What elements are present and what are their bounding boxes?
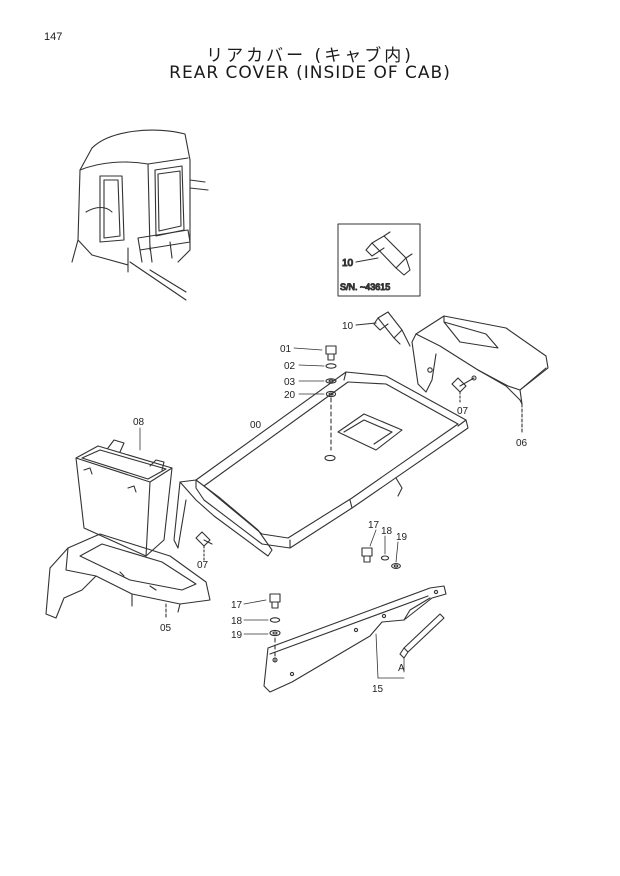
callout-19-left: 19 [231, 630, 243, 641]
callout-03: 03 [284, 377, 296, 388]
part-05-bracket [45, 533, 211, 619]
fastener-stack-left [243, 593, 281, 663]
part-00-side-panel [173, 479, 273, 557]
part-a-rod [399, 613, 445, 673]
serial-number-note: S/N. ~43615 [340, 282, 390, 292]
callout-a: A [398, 663, 405, 674]
inset-callout-10: 10 [342, 258, 354, 269]
callout-06: 06 [516, 438, 528, 449]
callout-05: 05 [160, 623, 172, 634]
callout-10: 10 [342, 321, 354, 332]
part-10-connector [355, 311, 411, 347]
callout-02: 02 [284, 361, 296, 372]
inset-box: 10 S/N. ~43615 [337, 223, 421, 297]
part-07-bolt-upper [451, 377, 475, 405]
title-japanese: リアカバー (キャブ内) [206, 46, 414, 66]
callout-20: 20 [284, 390, 296, 401]
page-number: 147 [44, 31, 63, 43]
part-06-bracket [411, 315, 549, 433]
callout-18-left: 18 [231, 616, 243, 627]
callout-08: 08 [133, 417, 145, 428]
callout-18-right: 18 [381, 526, 393, 537]
title-english: REAR COVER (INSIDE OF CAB) [169, 63, 451, 83]
callout-00: 00 [250, 420, 262, 431]
part-00-cover [195, 371, 469, 549]
callout-17-left: 17 [231, 600, 243, 611]
part-07-bolt-lower [195, 531, 213, 561]
callout-01: 01 [280, 344, 292, 355]
part-15-plate [263, 585, 447, 693]
part-08-box [75, 427, 173, 557]
callout-15: 15 [372, 684, 384, 695]
callout-19-right: 19 [396, 532, 408, 543]
fastener-stack-right [361, 529, 401, 569]
callout-labels: 01 02 03 20 10 07 06 08 00 17 18 19 07 0… [133, 321, 528, 695]
cab-locator-illustration [71, 129, 209, 301]
fastener-stack-upper [293, 345, 337, 451]
callout-07-upper: 07 [457, 406, 469, 417]
callout-17-right: 17 [368, 520, 380, 531]
callout-07-lower: 07 [197, 560, 209, 571]
